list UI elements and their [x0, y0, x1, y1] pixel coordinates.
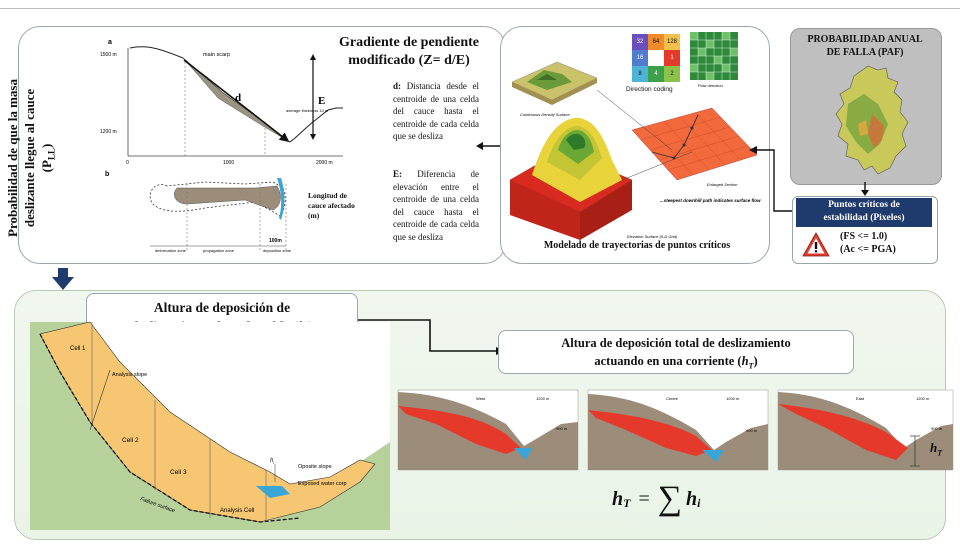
section-elev-east: 1200 m: [916, 396, 930, 401]
total-title-line2: actuando en una corriente (hT): [594, 354, 758, 371]
condition-fs: (FS <= 1.0): [840, 231, 888, 242]
section-elev-centre: 1200 m: [726, 396, 740, 401]
section-west: West 1200 m 900 m: [397, 389, 579, 471]
cell2-label: Cell 2: [122, 437, 139, 444]
cell3-label: Cell 3: [170, 469, 187, 476]
paf-title-line2: DE FALLA (PAF): [826, 47, 904, 58]
E-letter: E: [318, 95, 325, 107]
y-tick-1500: 1500 m: [100, 52, 117, 58]
critical-title-line1: Puntos críticos de: [828, 200, 900, 210]
total-title-line1: Altura de deposición total de deslizamie…: [561, 336, 791, 350]
critical-points-title: Puntos críticos de estabilidad (Pixeles): [796, 198, 932, 227]
section-label-east: East: [856, 396, 865, 401]
propagation-zone: propagation zone: [203, 248, 235, 253]
elevation-surface-label: Elevation Surface (5-D Grid): [627, 234, 678, 239]
arrow-critical-to-panel2: [749, 146, 792, 212]
critical-title-line2: estabilidad (Pixeles): [823, 212, 905, 223]
avg-thickness-label: average thickness 10 m: [286, 108, 329, 113]
landslide-probability-panel: [18, 26, 506, 264]
section-label-west: West: [476, 396, 486, 401]
section-low-centre: 900 m: [746, 428, 758, 433]
profile-diagram: a 1500 m 1200 m 0 1000 2000 m d main sca…: [100, 39, 343, 166]
code-cell: 2: [664, 66, 680, 82]
plan-view-diagram: b 100m deformation zone propagation zone…: [105, 171, 292, 253]
paf-title: PROBABILIDAD ANUAL DE FALLA (PAF): [790, 33, 940, 59]
deformation-zone: deformation zone: [155, 248, 187, 253]
oposite-slope-label: Oposite slope: [298, 464, 332, 470]
gradient-title-line2: modificado (Z= d/E): [348, 53, 470, 68]
direction-coding-grid: 32 64 128 16 1 8 4 2: [632, 34, 680, 82]
continuous-surface-label: Continuous Density Surface: [520, 112, 570, 117]
gradient-title: Gradiente de pendiente modificado (Z= d/…: [318, 34, 500, 70]
analysis-cell-label: Analysis Cell: [220, 508, 254, 514]
paf-map-image: [835, 65, 909, 175]
deposit-centre: [588, 410, 712, 456]
deposition-title-line1: Altura de deposición de: [153, 300, 291, 315]
code-cell: 32: [632, 34, 648, 50]
steepest-path-label: ...steepest downhill path indicates surf…: [660, 198, 761, 203]
top-rule: [0, 8, 960, 9]
d-letter: d: [235, 92, 241, 104]
d-definition: d: Distancia desde el centroide de una c…: [393, 81, 479, 141]
flow-direction-grid: Flow direction: [690, 32, 738, 88]
deposit-east: [778, 404, 908, 460]
main-scarp-label: main scarp: [203, 52, 230, 58]
exposed-water-label: Exposed water corp: [298, 481, 347, 487]
hT-section-label: hT: [930, 440, 943, 458]
fig-b-label: b: [105, 171, 109, 178]
deposition-zone: deposition zone: [263, 248, 292, 253]
direction-coding-label: Direction coding: [626, 86, 673, 93]
section-east: East 1200 m 900 m: [777, 389, 954, 471]
fig-a-label: a: [108, 39, 112, 46]
code-cell: 64: [648, 34, 664, 50]
warning-icon: [802, 232, 830, 257]
section-elev-west: 1200 m: [536, 396, 550, 401]
gradient-title-line1: Gradiente de pendiente: [339, 35, 479, 50]
x-tick-2000: 2000 m: [316, 160, 333, 166]
E-definition: E: Diferencia de elevación entre el cent…: [393, 169, 479, 242]
d-arrow: [183, 59, 290, 142]
x-tick-1000: 1000: [223, 160, 234, 166]
longitud-label: Longitud de cauce afectado (m): [308, 191, 355, 220]
down-arrow-icon: [52, 268, 74, 290]
paf-title-line1: PROBABILIDAD ANUAL: [807, 34, 923, 45]
vertical-title-line3: (PLL): [39, 143, 57, 173]
landslide-footprint: [174, 185, 281, 211]
analysis-slope-label: Analysis slope: [112, 372, 147, 378]
section-low-east: 900 m: [931, 426, 943, 431]
terrain-model-illustration: Continuous Density Surface Elevation Sur…: [509, 61, 761, 240]
critical-conditions: (FS <= 1.0) (Ac <= PGA): [840, 230, 936, 256]
enlarged-section-label: Enlarged Section: [707, 182, 738, 187]
section-centre: Centre 1200 m 900 m: [587, 389, 769, 471]
code-cell: 128: [664, 34, 680, 50]
total-title-box: Altura de deposición total de deslizamie…: [498, 330, 854, 374]
code-cell: 8: [632, 66, 648, 82]
arrow-paf-to-critical: [861, 182, 869, 196]
dist-100m: 100m: [269, 238, 282, 244]
x-tick-0: 0: [126, 160, 129, 166]
code-cell: 16: [632, 50, 648, 66]
code-cell: 1: [664, 50, 680, 66]
deposit-west: [398, 406, 521, 454]
valley-sections: West 1200 m 900 m Centre 1200 m 900 m Ea…: [397, 389, 954, 471]
code-cell: 4: [648, 66, 664, 82]
condition-ac: (Ac <= PGA): [840, 244, 896, 255]
cell1-label: Cell 1: [70, 346, 86, 352]
y-tick-1200: 1200 m: [100, 129, 117, 135]
vertical-title-line1: Probabilidad de que la masa: [5, 79, 20, 237]
section-label-centre: Centre: [666, 396, 679, 401]
vertical-title: Probabilidad de que la masa deslizante l…: [4, 38, 64, 278]
vertical-title-line2: deslizante llegue al cauce: [22, 88, 37, 228]
trajectory-caption: Modelado de trayectorias de puntos críti…: [543, 240, 731, 251]
hi-label: hi: [270, 458, 274, 465]
flow-direction-label: Flow direction: [698, 83, 723, 88]
section-low-west: 900 m: [556, 426, 568, 431]
code-cell: [648, 50, 664, 66]
slope-cross-section: Cell 1 Analysis slope Cell 2 Cell 3 hi O…: [30, 321, 390, 530]
